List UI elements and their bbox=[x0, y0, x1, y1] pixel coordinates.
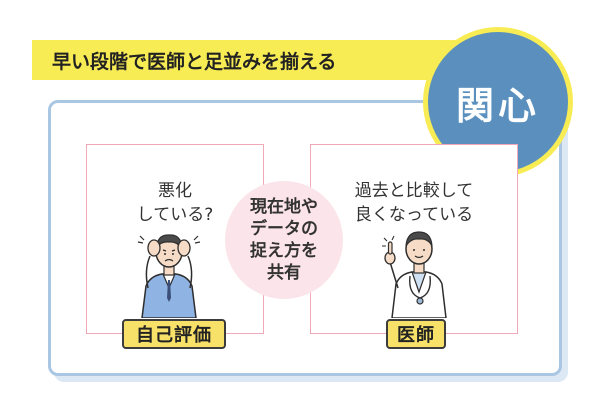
shared-line-4: 共有 bbox=[267, 263, 301, 283]
doctor-tag: 医師 bbox=[386, 319, 446, 349]
headline-banner: 早い段階で医師と足並みを揃える bbox=[32, 40, 462, 80]
self-assessment-question: 悪化 している? bbox=[87, 179, 263, 227]
doctor-icon bbox=[382, 231, 447, 318]
self-assessment-tag-label: 自己評価 bbox=[136, 325, 212, 346]
interest-badge-label: 関心 bbox=[455, 83, 540, 128]
doctor-tag-label: 医師 bbox=[397, 325, 435, 346]
shared-line-2: データの bbox=[250, 219, 318, 239]
self-assessment-line-1: 悪化 bbox=[158, 181, 192, 201]
shared-understanding-text: 現在地や データの 捉え方を 共有 bbox=[250, 196, 318, 284]
shared-line-3: 捉え方を bbox=[250, 241, 318, 261]
shared-understanding-circle: 現在地や データの 捉え方を 共有 bbox=[225, 181, 343, 299]
doctor-panel: 過去と比較して 良くなっている bbox=[310, 144, 518, 334]
headline-text: 早い段階で医師と足並みを揃える bbox=[52, 50, 337, 73]
doctor-statement: 過去と比較して 良くなっている bbox=[311, 179, 517, 227]
self-assessment-line-2: している? bbox=[136, 205, 214, 225]
worried-person-icon bbox=[137, 234, 201, 318]
doctor-statement-line-2: 良くなっている bbox=[354, 205, 474, 225]
self-assessment-tag: 自己評価 bbox=[122, 319, 226, 349]
doctor-statement-line-1: 過去と比較して bbox=[354, 181, 474, 201]
shared-line-1: 現在地や bbox=[250, 197, 318, 217]
